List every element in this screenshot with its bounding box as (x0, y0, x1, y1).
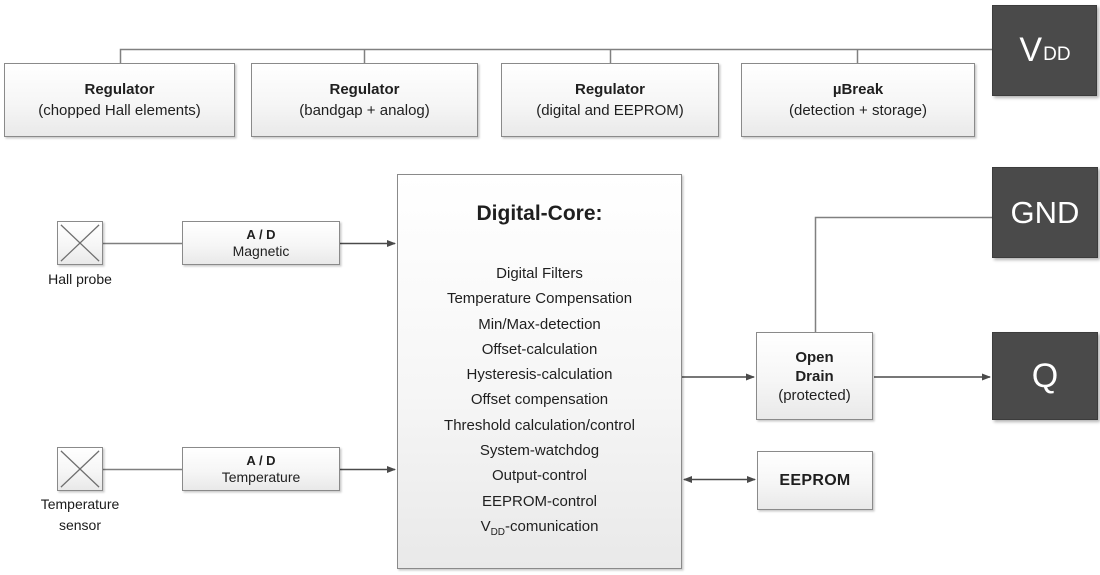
core-function-item: Min/Max-detection (478, 315, 601, 333)
box-title: Regulator (574, 81, 645, 98)
open-drain-line2: Drain (795, 367, 834, 385)
box-subtitle: (chopped Hall elements) (38, 102, 201, 119)
open-drain-line1: Open (795, 348, 834, 366)
box-title: Regulator (84, 81, 155, 98)
core-function-item: Threshold calculation/control (444, 416, 635, 434)
regulator-digital-eeprom-box: Regulator (digital and EEPROM) (501, 63, 719, 137)
q-pin-label: Q (1031, 356, 1059, 395)
core-function-item: System-watchdog (479, 442, 600, 460)
box-subtitle: (detection + storage) (789, 102, 927, 119)
gnd-pin: GND (992, 167, 1098, 258)
core-function-item: Offset-calculation (481, 340, 598, 358)
x-cross-icon (60, 450, 100, 488)
open-drain-line3: (protected) (778, 386, 851, 404)
core-function-item: Hysteresis-calculation (466, 366, 613, 384)
gnd-to-open-drain-line (814, 216, 992, 332)
eeprom-label: EEPROM (779, 471, 851, 489)
temperature-sensor-label: Temperature sensor (10, 494, 150, 536)
core-function-item: Digital Filters (496, 265, 583, 282)
adc-temperature-box: A / D Temperature (182, 447, 340, 491)
x-cross-icon (60, 224, 100, 262)
gnd-pin-label: GND (1010, 194, 1080, 230)
box-subtitle: (bandgap + analog) (299, 102, 430, 119)
core-function-item: EEPROM-control (481, 492, 598, 510)
box-title: µBreak (832, 81, 884, 98)
open-drain-box: Open Drain (protected) (756, 332, 873, 420)
vdd-pin-label: V (1019, 31, 1043, 69)
adc-magnetic-box: A / D Magnetic (182, 221, 340, 265)
digital-core-title: Digital-Core: (476, 202, 603, 225)
adc-subtitle: Magnetic (232, 242, 290, 259)
core-function-item: Temperature Compensation (446, 290, 633, 308)
adc-title: A / D (246, 226, 276, 242)
core-function-item: VDD-comunication (480, 517, 599, 538)
adc-title: A / D (246, 452, 276, 468)
box-subtitle: (digital and EEPROM) (536, 102, 684, 119)
temperature-sensor-label-line2: sensor (58, 517, 102, 533)
vdd-bus-line (119, 48, 992, 64)
core-function-item: Output-control (491, 467, 588, 485)
core-function-item: Offset compensation (470, 391, 609, 409)
regulator-bandgap-analog-box: Regulator (bandgap + analog) (251, 63, 478, 137)
hall-probe-box (57, 221, 103, 265)
hall-probe-label: Hall probe (48, 271, 112, 287)
regulator-hall-elements-box: Regulator (chopped Hall elements) (4, 63, 235, 137)
adc-subtitle: Temperature (221, 468, 301, 485)
ubreak-box: µBreak (detection + storage) (741, 63, 975, 137)
temperature-sensor-box (57, 447, 103, 491)
temperature-sensor-label-line1: Temperature (40, 496, 120, 512)
box-title: Regulator (329, 81, 400, 98)
vdd-pin-subscript: DD (1043, 43, 1071, 65)
q-output-pin: Q (992, 332, 1098, 420)
eeprom-box: EEPROM (757, 451, 873, 510)
